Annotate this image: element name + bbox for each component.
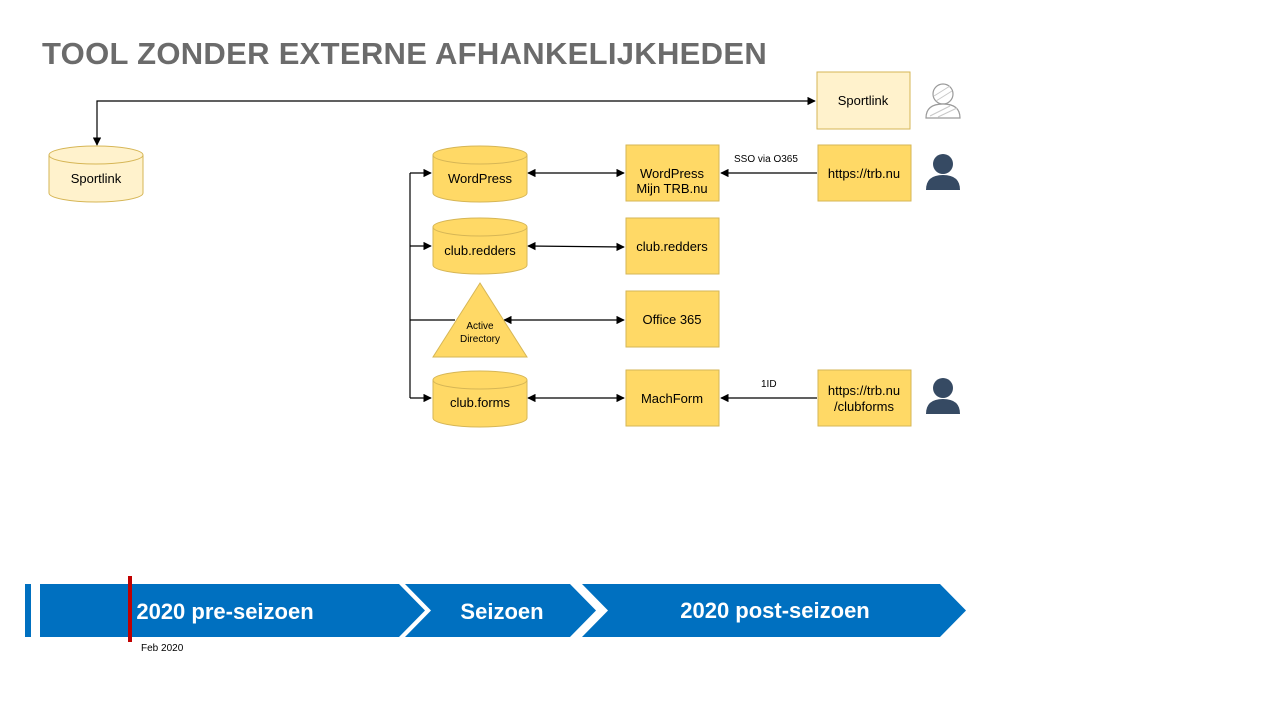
office365-label: Office 365 (642, 312, 701, 327)
wordpress-db-label: WordPress (448, 171, 513, 186)
clubforms-site-label-2: /clubforms (834, 399, 894, 414)
timeline-start-bar (25, 584, 31, 637)
machform-box (625, 369, 720, 427)
clubredders-database: club.redders (432, 217, 528, 275)
clubforms-database: club.forms (432, 370, 528, 428)
wordpress-app-label-1: WordPress (640, 166, 705, 181)
active-directory-label-1: Active (466, 321, 494, 332)
page-title: TOOL ZONDER EXTERNE AFHANKELIJKHEDEN (42, 36, 768, 71)
clubforms-site-box (817, 369, 912, 427)
office365-box (625, 290, 720, 348)
phase-post-seizoen (582, 584, 966, 637)
trb-site-box (817, 144, 912, 202)
sportlink-top-label: Sportlink (838, 93, 889, 108)
clubforms-db-label: club.forms (450, 395, 510, 410)
active-directory-label-2: Directory (460, 334, 500, 345)
timeline-marker-label: Feb 2020 (141, 643, 184, 654)
user-outline-icon (925, 83, 961, 119)
clubredders-db-label: club.redders (444, 243, 516, 258)
sportlink-left-label: Sportlink (71, 171, 122, 186)
phase-post-seizoen-label: 2020 post-seizoen (680, 598, 870, 623)
sso-label: SSO via O365 (734, 154, 798, 165)
clubforms-site-label-1: https://trb.nu (828, 383, 900, 398)
phase-pre-seizoen (40, 584, 425, 637)
timeline-marker (128, 576, 132, 642)
machform-label: MachForm (641, 391, 703, 406)
sportlink-top-box (816, 71, 911, 130)
clubredders-app-box (625, 217, 720, 275)
wordpress-app-box (625, 144, 720, 202)
user-icon (926, 154, 960, 190)
connector-sportlink (92, 96, 816, 146)
wordpress-database: WordPress (432, 145, 528, 203)
phase-seizoen-label: Seizoen (460, 599, 543, 624)
connector-clubredders (527, 241, 625, 252)
connector-trunk (409, 173, 455, 398)
user-icon (926, 378, 960, 414)
clubredders-app-label: club.redders (636, 239, 708, 254)
active-directory-triangle: Active Directory (432, 282, 528, 358)
phase-seizoen (405, 584, 596, 637)
wordpress-app-label-2: Mijn TRB.nu (636, 181, 707, 196)
trb-site-label: https://trb.nu (828, 166, 900, 181)
sportlink-database: Sportlink (48, 145, 144, 203)
oneid-label: 1ID (761, 379, 777, 390)
phase-pre-seizoen-label: 2020 pre-seizoen (136, 599, 313, 624)
